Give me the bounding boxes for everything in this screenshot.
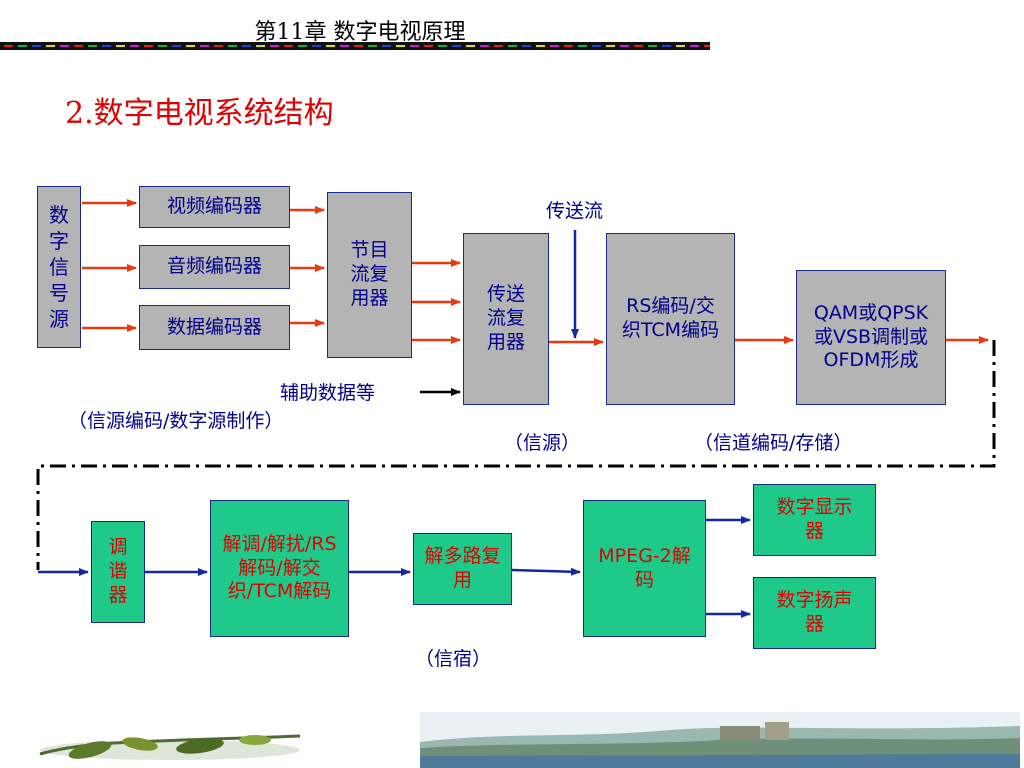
modulator: QAM或QPSK或VSB调制或OFDM形成 [796, 270, 946, 405]
decorative-landscape-image [420, 712, 1020, 768]
display-label: 数字显示器 [776, 496, 853, 542]
speaker-label: 数字扬声器 [776, 589, 853, 635]
rs-encoder-label: RS编码/交织TCM编码 [621, 295, 720, 341]
data-encoder-label: 数据编码器 [166, 315, 262, 338]
modulation-label: QAM或QPSK或VSB调制或OFDM形成 [813, 301, 929, 372]
header-divider [0, 42, 710, 50]
source-label: 数字信号源 [49, 203, 69, 331]
arrow-demux-mpeg [511, 567, 581, 576]
tuner-label: 调谐器 [108, 536, 128, 606]
mpeg-label: MPEG-2解码 [598, 544, 691, 591]
aux-data-label: 辅助数据等 [280, 382, 376, 404]
caption-channel: （信道编码/存储） [694, 432, 853, 454]
transport-stream-label: 传送流 [546, 200, 604, 222]
video-encoder-label: 视频编码器 [166, 195, 262, 218]
digital-signal-source: 数字信号源 [37, 186, 81, 348]
digital-speaker: 数字扬声器 [753, 577, 876, 649]
program-stream-mux: 节目流复用器 [327, 192, 412, 358]
chapter-title: 第11章 数字电视原理 [254, 20, 466, 45]
ts-mux-label: 传送流复用器 [486, 283, 525, 353]
program-mux-label: 节目流复用器 [350, 239, 389, 309]
video-encoder: 视频编码器 [139, 186, 290, 228]
demux-label: 解多路复用 [424, 545, 501, 591]
audio-encoder-label: 音频编码器 [166, 255, 262, 278]
decorative-plant-image [39, 734, 301, 760]
demultiplexer: 解多路复用 [413, 533, 512, 605]
audio-encoder: 音频编码器 [139, 245, 290, 289]
tuner: 调谐器 [91, 521, 145, 623]
caption-source-coding: （信源编码/数字源制作） [68, 410, 284, 432]
digital-display: 数字显示器 [753, 484, 876, 556]
caption-sink: （信宿） [415, 648, 492, 670]
mpeg2-decoder: MPEG-2解码 [583, 500, 706, 637]
transport-stream-mux: 传送流复用器 [463, 233, 549, 405]
data-encoder: 数据编码器 [139, 305, 290, 350]
rs-tcm-encoder: RS编码/交织TCM编码 [606, 233, 735, 405]
demod-label: 解调/解扰/RS解码/解交织/TCM解码 [222, 532, 337, 603]
caption-source: （信源） [504, 432, 581, 454]
section-title: 2.数字电视系统结构 [65, 96, 334, 131]
demodulator-decoder: 解调/解扰/RS解码/解交织/TCM解码 [210, 500, 349, 637]
